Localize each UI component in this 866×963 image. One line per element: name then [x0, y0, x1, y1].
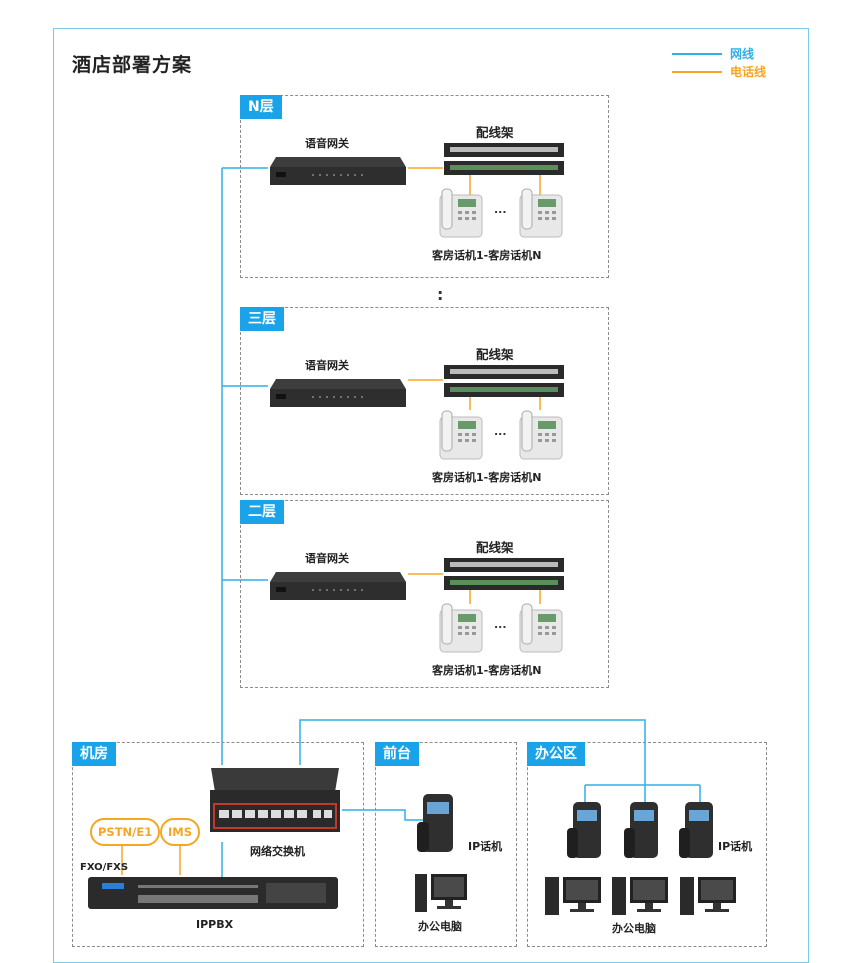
room-phone-icon [438, 409, 484, 465]
floor-tag: 二层 [240, 500, 284, 524]
room-phone-icon [518, 409, 564, 465]
ip-phone-icon [565, 800, 605, 870]
voice-gateway-icon [268, 375, 408, 413]
pstn-bubble: PSTN/E1 [90, 818, 161, 846]
room-phone-icon [438, 602, 484, 658]
gateway-label: 语音网关 [305, 137, 349, 150]
floor-tag: N层 [240, 95, 282, 119]
pc-icon [680, 875, 738, 923]
phone-ellipsis: ... [494, 618, 507, 631]
trunk-lines [121, 845, 181, 875]
patch-panel-label: 配线架 [476, 540, 514, 555]
pc-icon [415, 874, 467, 912]
ip-phone-icon [417, 794, 453, 852]
floor-tag: 三层 [240, 307, 284, 331]
legend-network-line [672, 53, 722, 55]
voice-gateway-icon [268, 568, 408, 606]
patch-panel-label: 配线架 [476, 125, 514, 140]
office-phone-label: IP话机 [718, 840, 753, 853]
ippbx-icon [88, 877, 338, 909]
pc-icon [545, 875, 603, 923]
office-pc-label: 办公电脑 [612, 922, 656, 935]
gateway-label: 语音网关 [305, 552, 349, 565]
zone-office: 办公区 [527, 742, 767, 947]
fxo-fxs-label: FXO/FXS [80, 862, 129, 873]
legend-phone-label: 电话线 [730, 65, 767, 79]
zone-tag-machine-room: 机房 [72, 742, 116, 766]
voice-gateway-icon [268, 153, 408, 191]
room-phone-icon [518, 187, 564, 243]
floor-gap-ellipsis: : [437, 285, 444, 304]
patch-panel-icon [444, 556, 564, 598]
room-phones-label: 客房话机1-客房话机N [432, 249, 542, 262]
patch-panel-label: 配线架 [476, 347, 514, 362]
pc-icon [612, 875, 670, 923]
room-phone-icon [438, 187, 484, 243]
zone-machine-room: 机房 [72, 742, 364, 947]
ip-phone-icon [677, 800, 717, 870]
patch-panel-icon [444, 141, 564, 183]
legend-network-label: 网线 [730, 47, 755, 61]
net-line-front [342, 809, 430, 821]
ims-bubble: IMS [160, 818, 201, 846]
zone-tag-front-desk: 前台 [375, 742, 419, 766]
front-desk-phone-label: IP话机 [468, 840, 503, 853]
phone-ellipsis: ... [494, 203, 507, 216]
gateway-label: 语音网关 [305, 359, 349, 372]
zone-floor-3: 二层 [240, 500, 609, 688]
front-desk-pc-label: 办公电脑 [418, 920, 462, 933]
zone-front-desk: 前台 [375, 742, 517, 947]
switch-label: 网络交换机 [250, 845, 305, 858]
switch-icon [210, 768, 340, 832]
zone-floor-2: 三层 [240, 307, 609, 495]
ippbx-label: IPPBX [196, 918, 234, 931]
room-phones-label: 客房话机1-客房话机N [432, 471, 542, 484]
legend-phone-line [672, 71, 722, 73]
room-phone-icon [518, 602, 564, 658]
zone-tag-office: 办公区 [527, 742, 585, 766]
phone-ellipsis: ... [494, 425, 507, 438]
zone-floor-1: N层 [240, 95, 609, 278]
patch-panel-icon [444, 363, 564, 405]
room-phones-label: 客房话机1-客房话机N [432, 664, 542, 677]
diagram-title: 酒店部署方案 [72, 54, 193, 76]
ip-phone-icon [622, 800, 662, 870]
